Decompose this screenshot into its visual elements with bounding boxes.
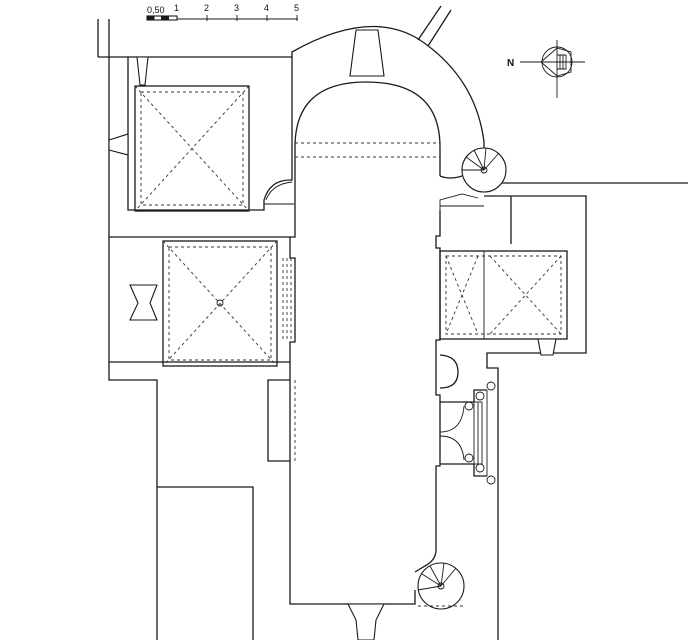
nave-walls	[289, 81, 441, 605]
chapel-west	[109, 236, 292, 367]
spiral-stair-northeast-icon	[439, 147, 507, 210]
spiral-stair-southeast-icon	[417, 562, 465, 610]
north-arrow-icon: N	[507, 40, 585, 98]
diagonal-wall	[417, 5, 452, 47]
scale-label-5: 5	[294, 3, 299, 13]
apse-window	[349, 29, 385, 77]
south-window	[347, 603, 385, 640]
scale-bar: 0,50 1 2 3 4 5	[146, 3, 299, 21]
chapel-northwest	[108, 56, 294, 212]
scale-label-3: 3	[234, 3, 239, 13]
scale-label-1: 1	[174, 3, 179, 13]
small-apse-east	[439, 354, 459, 389]
east-portal	[439, 380, 499, 487]
outer-walls	[98, 25, 688, 640]
north-label: N	[507, 58, 514, 69]
southwest-room	[157, 486, 254, 640]
top-left-wall-stubs	[97, 19, 110, 57]
scale-label-050: 0,50	[147, 5, 165, 15]
west-niche	[267, 379, 296, 462]
chapel-east	[439, 250, 568, 356]
scale-label-2: 2	[204, 3, 209, 13]
scale-label-4: 4	[264, 3, 269, 13]
